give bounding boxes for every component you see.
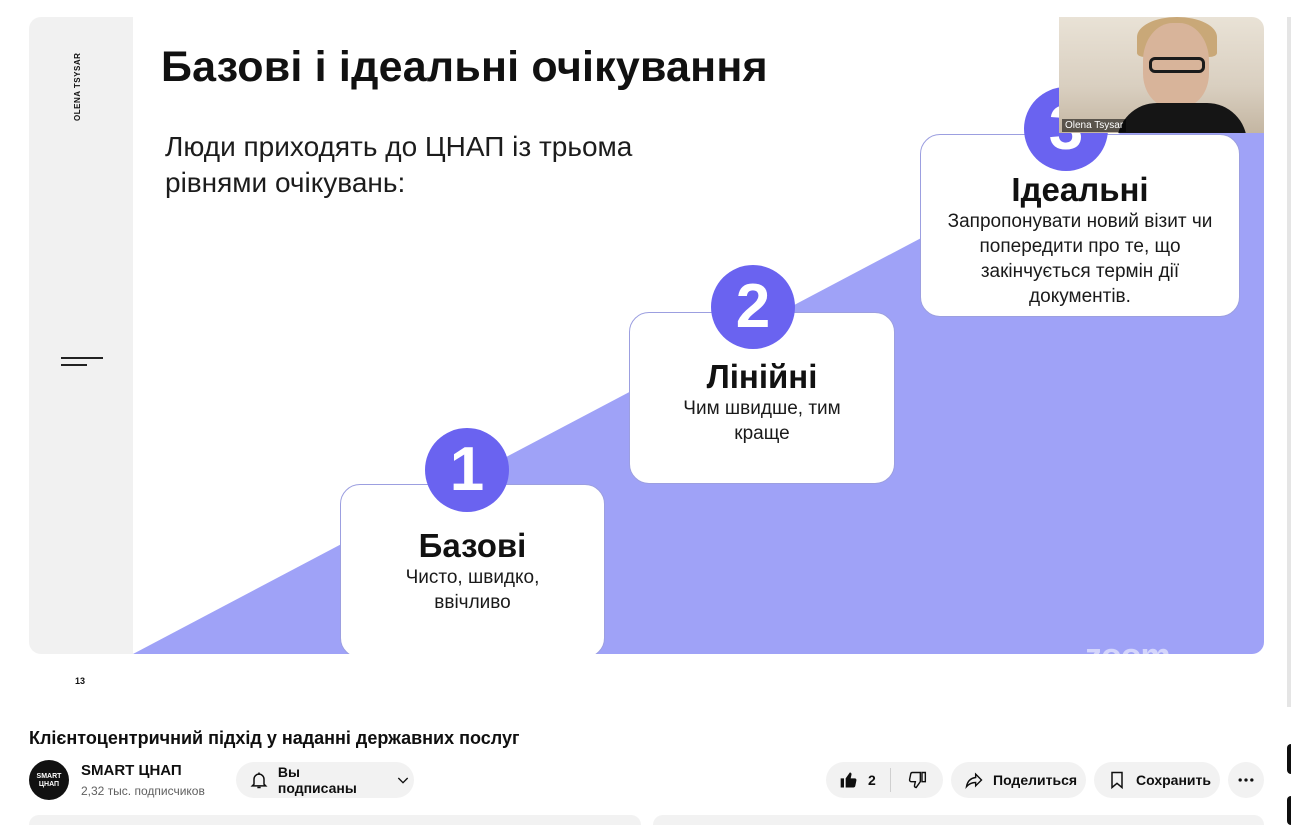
subscribed-button[interactable]: Вы подписаны: [236, 762, 414, 798]
webcam-person-body: [1117, 103, 1247, 133]
right-sidebar-button-edge[interactable]: [1287, 744, 1291, 774]
webcam-thumbnail: Olena Tsysar: [1059, 17, 1264, 133]
save-button[interactable]: Сохранить: [1094, 762, 1220, 798]
zoom-watermark: zoom: [1085, 637, 1171, 654]
right-sidebar-button-edge[interactable]: [1287, 796, 1291, 825]
step-desc: Чим швидше, тим краще: [683, 398, 841, 444]
save-label: Сохранить: [1136, 772, 1211, 788]
share-arrow-icon: [963, 769, 985, 791]
share-button[interactable]: Поделиться: [951, 762, 1086, 798]
channel-subscriber-count: 2,32 тыс. подписчиков: [81, 784, 205, 798]
chevron-down-icon: [392, 769, 414, 791]
slide-page-number: 13: [75, 676, 86, 686]
step-name: Лінійні: [706, 358, 818, 395]
more-actions-button[interactable]: [1228, 762, 1264, 798]
step-badge-2: 2: [711, 265, 795, 349]
slide-title: Базові і ідеальні очікування: [161, 43, 768, 91]
comments-card[interactable]: [653, 815, 1264, 825]
thumbs-down-icon: [906, 769, 928, 791]
slide-subtitle: Люди приходять до ЦНАП із трьома рівнями…: [165, 131, 633, 198]
like-count: 2: [868, 772, 876, 788]
like-separator: [890, 768, 891, 792]
webcam-person-face: [1143, 23, 1209, 107]
sidebar-decoration: [61, 357, 103, 369]
step-badge-1: 1: [425, 428, 509, 512]
slide-sidebar: OLENA TSYSAR: [29, 17, 133, 654]
thumbs-up-icon: [838, 769, 860, 791]
like-button[interactable]: 2: [826, 762, 890, 798]
video-title: Клієнтоцентричний підхід у наданні держа…: [29, 728, 520, 748]
dislike-button[interactable]: [891, 762, 943, 798]
description-card[interactable]: [29, 815, 641, 825]
channel-name[interactable]: SMART ЦНАП: [81, 762, 182, 779]
right-sidebar-edge: [1287, 17, 1291, 707]
webcam-person-glasses: [1149, 57, 1205, 73]
like-dislike-group: 2: [826, 762, 943, 798]
subscribed-label: Вы подписаны: [277, 764, 357, 796]
share-label: Поделиться: [993, 772, 1078, 788]
bookmark-icon: [1106, 769, 1128, 791]
step-card-basic: Базові Чисто, швидко, ввічливо: [340, 484, 605, 654]
step-name: Ідеальні: [1011, 171, 1149, 208]
channel-avatar[interactable]: SMART ЦНАП: [29, 760, 69, 800]
step-desc: Запропонувати новий візит чи попередити …: [947, 211, 1213, 307]
participant-name: Olena Tsysar: [1062, 119, 1127, 132]
bell-icon: [248, 769, 270, 791]
video-player[interactable]: OLENA TSYSAR Базові і ідеальні очікуванн…: [29, 17, 1264, 654]
step-name: Базові: [418, 527, 527, 564]
step-desc: Чисто, швидко, ввічливо: [405, 567, 540, 613]
more-horizontal-icon: [1235, 769, 1257, 791]
